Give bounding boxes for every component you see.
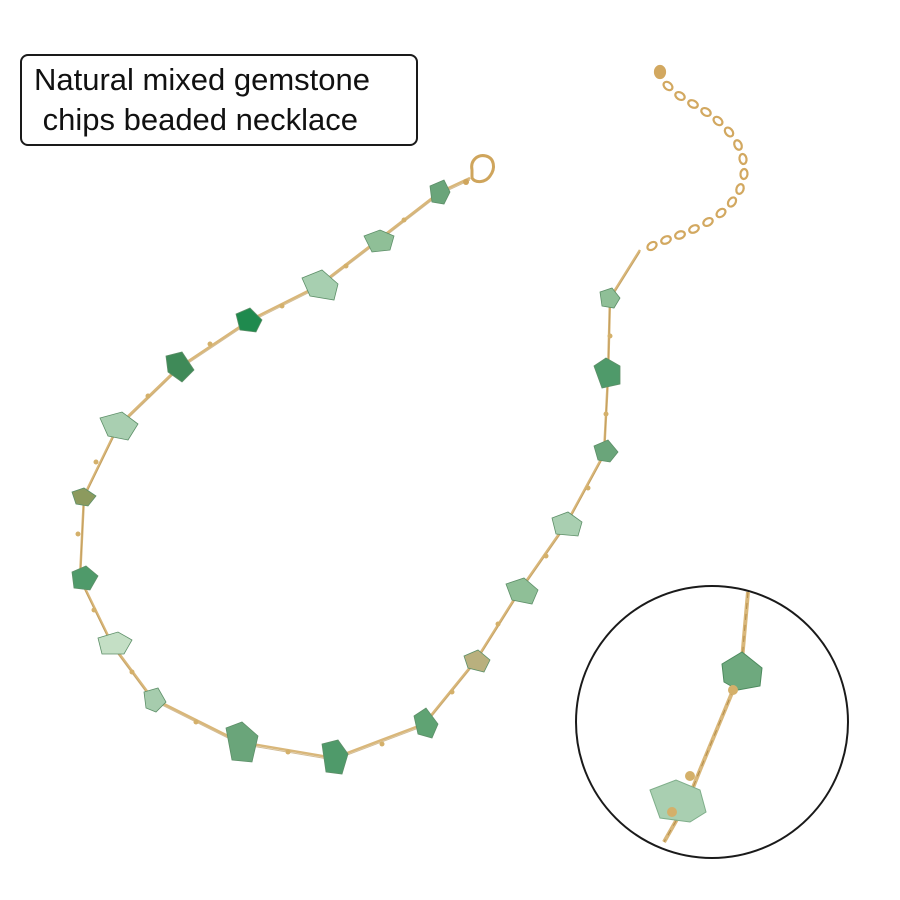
lobster-clasp-icon [463,154,495,185]
gemstone-chip [363,229,395,253]
gemstone-chip [165,351,195,383]
gemstone-chip [599,287,621,309]
gemstone-chip [593,439,619,463]
gemstone-chip [551,511,583,537]
caption-box: Natural mixed gemstone chips beaded neck… [20,54,418,146]
gemstone-chip [71,565,99,591]
gemstone-chip-magnified [721,651,763,691]
caption-line-2: chips beaded necklace [34,102,359,137]
gold-spacer-beads [75,217,613,755]
caption-line-1: Natural mixed gemstone [34,62,370,97]
gemstone-chip [301,269,339,301]
gemstone-chip [235,307,263,333]
gemstone-chip [99,411,139,441]
gemstone-chip [429,179,451,205]
gemstone-chip [413,707,439,739]
gemstone-chip-magnified [649,779,707,823]
gemstone-chip [71,487,97,507]
gemstone-chip [143,687,167,713]
magnified-detail-circle [575,585,849,859]
gemstone-chips [71,179,621,775]
gemstone-chip [321,739,349,775]
gemstone-chip [593,357,621,389]
extender-chain-icon [646,64,749,252]
necklace-chain [78,176,642,760]
gemstone-chip [463,649,491,673]
gemstone-chip [505,577,539,605]
gemstone-chip [97,631,133,655]
gemstone-chip [225,721,259,763]
necklace-chain-shadow [79,179,641,761]
